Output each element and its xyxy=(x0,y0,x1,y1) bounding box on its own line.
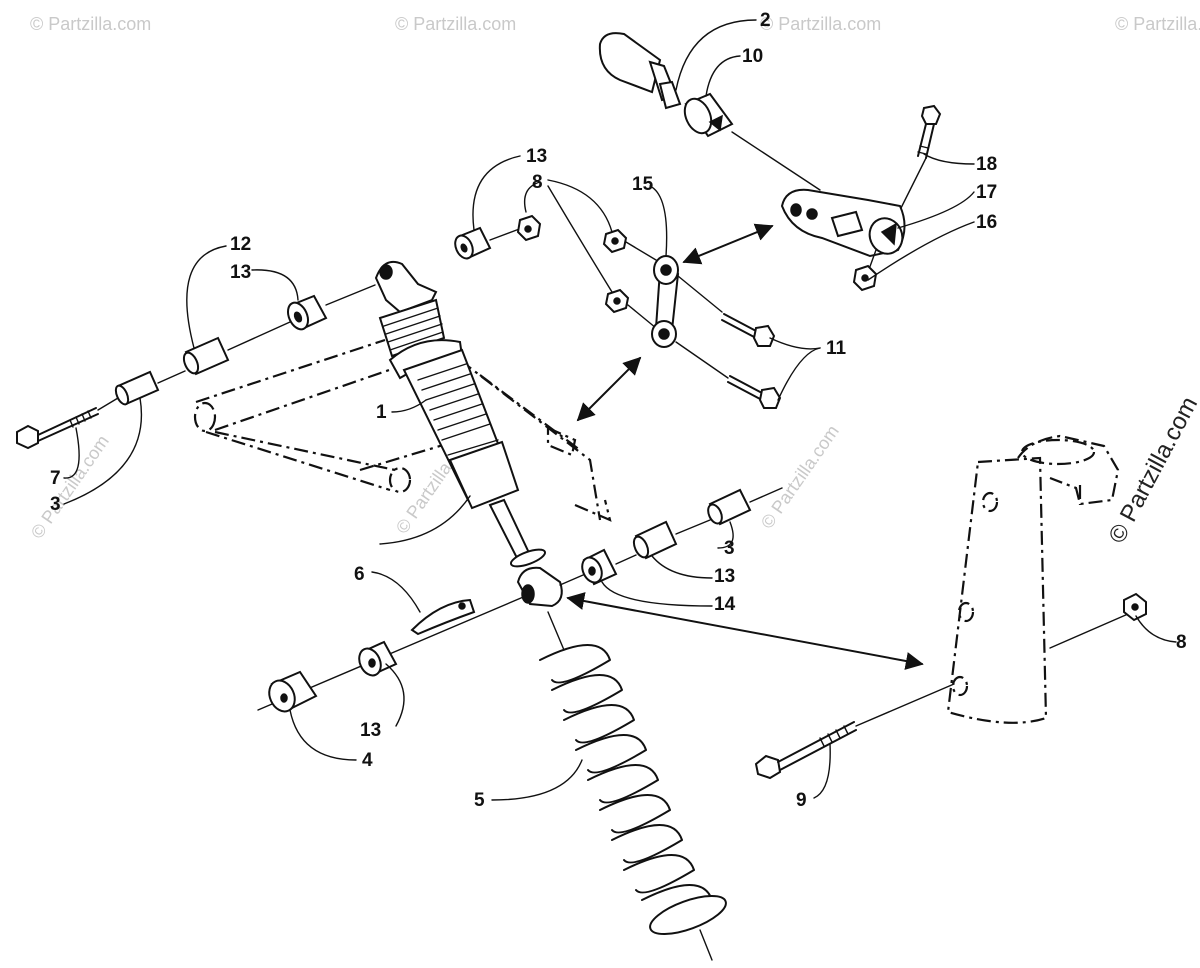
callout-10: 10 xyxy=(742,46,763,67)
callout-2: 2 xyxy=(760,10,771,31)
watermark-text: © Partzilla.com xyxy=(30,14,151,34)
bolt-11-lower-drawing xyxy=(727,375,782,409)
callout-12: 12 xyxy=(230,234,251,255)
callout-7: 7 xyxy=(50,468,61,489)
arm-16-drawing xyxy=(780,188,906,258)
callout-6: 6 xyxy=(354,564,365,585)
upper-mount-hardware xyxy=(16,214,542,450)
bushing-13-lower-drawing xyxy=(358,640,398,677)
shock-absorber xyxy=(374,260,563,608)
adjuster-2-drawing xyxy=(598,32,682,110)
nut-8-right-drawing xyxy=(1123,592,1147,622)
callout-14: 15 xyxy=(632,174,654,195)
sleeve-3-right-drawing xyxy=(707,488,752,526)
callout-16: 17 xyxy=(976,182,997,203)
callout-11: 11 xyxy=(826,338,847,359)
bushing-13-upper-drawing xyxy=(454,226,492,260)
callout-8: 8 xyxy=(1176,632,1187,653)
callout-9: 9 xyxy=(796,790,807,811)
watermark-text: © Partzilla.com xyxy=(395,14,516,34)
callout-12: 13 xyxy=(714,566,735,587)
callout-8: 8 xyxy=(532,172,543,193)
watermark-text: © Partzilla.com xyxy=(1115,14,1200,34)
callout-3: 3 xyxy=(724,538,735,559)
watermark-text: © Partzilla.com xyxy=(27,431,113,542)
bolt-7-drawing xyxy=(16,407,99,450)
spacer-4-drawing xyxy=(268,670,318,713)
lower-mount-hardware xyxy=(257,487,783,713)
callout-labels: 2 10 13 8 15 18 17 16 12 13 11 1 7 3 3 6… xyxy=(50,10,1187,811)
watermark-text: © Partzilla.com xyxy=(760,14,881,34)
sleeve-12-right-drawing xyxy=(632,520,678,560)
clip-6-drawing xyxy=(410,598,476,636)
bolt-17-drawing xyxy=(899,104,942,211)
sleeve-12-drawing xyxy=(182,336,230,376)
bolt-9-drawing xyxy=(754,683,955,780)
bushing-13-drawing xyxy=(286,294,328,331)
nut-8-drawing xyxy=(516,214,542,242)
linkage-assembly xyxy=(602,228,782,409)
arrow-link-to-arm xyxy=(682,223,774,265)
callout-3: 3 xyxy=(50,494,61,515)
sleeve-3-drawing xyxy=(114,370,160,406)
top-parts xyxy=(598,32,942,292)
callout-17: 18 xyxy=(976,154,997,175)
bolt-11-upper-drawing xyxy=(721,313,776,347)
callout-13: 14 xyxy=(714,594,736,615)
connection-arrows xyxy=(566,223,924,670)
frame-bracket-phantom xyxy=(946,434,1147,724)
watermark-layer: © Partzilla.com © Partzilla.com © Partzi… xyxy=(27,14,1200,548)
callout-5: 5 xyxy=(474,790,485,811)
arrow-shock-to-frame xyxy=(566,592,924,670)
callout-13: 13 xyxy=(526,146,547,167)
watermark-text: © Partzilla.com xyxy=(757,421,843,532)
nut-8-link-upper xyxy=(602,228,628,254)
nut-8-link-lower xyxy=(604,288,630,314)
callout-1: 1 xyxy=(376,402,387,423)
bushing-13-right-drawing xyxy=(581,548,618,586)
arrow-link-to-bracket xyxy=(576,356,642,422)
leader-lines xyxy=(63,19,1177,801)
callout-15: 16 xyxy=(976,212,997,233)
callout-4: 4 xyxy=(362,750,373,771)
callout-13: 13 xyxy=(360,720,381,741)
coil-spring xyxy=(539,611,727,961)
callout-13: 13 xyxy=(230,262,251,283)
nut-15-drawing xyxy=(852,264,878,292)
collar-10-drawing xyxy=(683,92,734,138)
